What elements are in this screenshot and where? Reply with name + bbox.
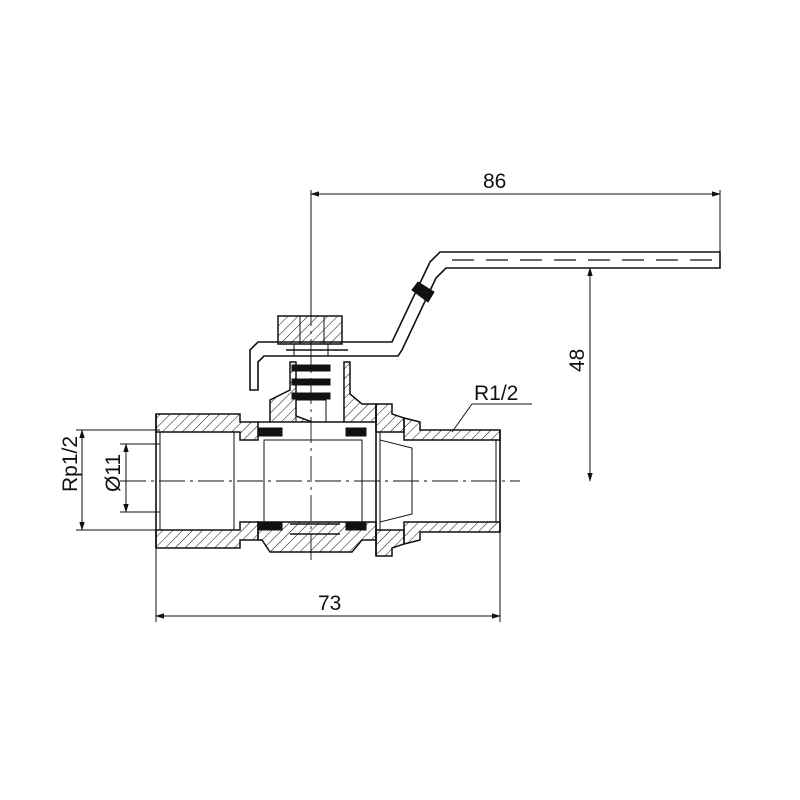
leader-male-thread-label: R1/2: [474, 382, 518, 405]
dim-handle-length-label: 86: [483, 170, 506, 193]
dimension-body-length: 73: [155, 532, 501, 622]
dimension-female-thread: Rp1/2: [59, 429, 160, 531]
dim-bore-label: Ø11: [102, 454, 125, 492]
dimension-bore: Ø11: [102, 443, 160, 513]
dim-body-length-label: 73: [318, 592, 341, 615]
valve-body: [155, 361, 501, 557]
dimension-handle-length: 86: [310, 170, 721, 316]
leader-male-thread: R1/2: [451, 382, 532, 433]
dimension-handle-height: 48: [566, 267, 593, 482]
handle-lever: [249, 251, 721, 391]
dim-female-thread-label: Rp1/2: [59, 436, 82, 492]
dim-handle-height-label: 48: [566, 349, 589, 372]
